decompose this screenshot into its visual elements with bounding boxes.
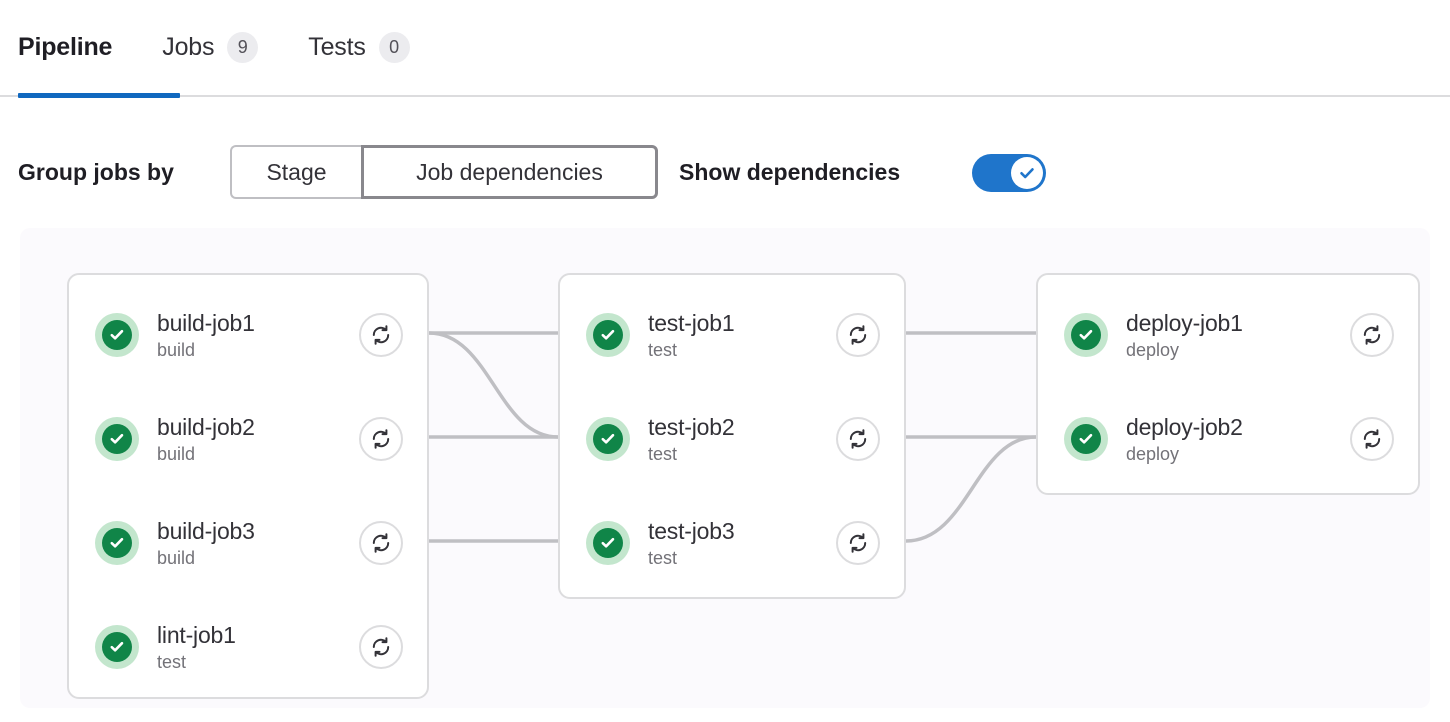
job-stage: test <box>648 547 678 568</box>
job-stage: deploy <box>1126 339 1180 360</box>
retry-icon[interactable] <box>359 417 403 461</box>
tab-tests[interactable]: Tests 0 <box>308 24 433 70</box>
check-icon <box>1020 168 1034 179</box>
tab-pipeline[interactable]: Pipeline <box>18 24 136 70</box>
tab-jobs-label: Jobs <box>162 32 215 61</box>
check-circle-icon <box>586 521 630 565</box>
job-text: build-job3 build <box>157 517 359 570</box>
retry-icon[interactable] <box>836 521 880 565</box>
retry-icon[interactable] <box>359 313 403 357</box>
job-name: lint-job1 <box>157 621 236 648</box>
job-text: deploy-job2 deploy <box>1126 413 1350 466</box>
retry-icon[interactable] <box>359 625 403 669</box>
link-test-job3-deploy-job2 <box>904 435 1038 543</box>
toggle-knob <box>1011 157 1043 189</box>
tab-jobs-badge: 9 <box>227 31 259 63</box>
job-text: test-job2 test <box>648 413 836 466</box>
group-by-segmented-control: Stage Job dependencies <box>230 145 658 199</box>
tab-pipeline-label: Pipeline <box>18 32 113 61</box>
job-row[interactable]: test-job3 test <box>560 491 904 595</box>
check-circle-icon <box>95 417 139 461</box>
pipeline-controls: Group jobs by Stage Job dependencies Sho… <box>0 143 1450 201</box>
job-stage: build <box>157 339 196 360</box>
job-row[interactable]: lint-job1 test <box>69 595 427 699</box>
tab-jobs[interactable]: Jobs 9 <box>162 24 282 70</box>
tab-bar-divider <box>0 95 1450 97</box>
active-tab-indicator <box>18 93 180 98</box>
job-group-card-deploy: deploy-job1 deploy deploy-job2 deploy <box>1036 273 1420 495</box>
job-stage: deploy <box>1126 443 1180 464</box>
job-text: build-job1 build <box>157 309 359 362</box>
tab-list: Pipeline Jobs 9 Tests 0 <box>18 24 460 70</box>
job-text: test-job1 test <box>648 309 836 362</box>
check-circle-icon <box>1064 313 1108 357</box>
job-name: build-job2 <box>157 413 255 440</box>
group-by-job-dependencies-button[interactable]: Job dependencies <box>361 145 658 199</box>
job-text: build-job2 build <box>157 413 359 466</box>
job-stage: test <box>648 339 678 360</box>
job-name: test-job3 <box>648 517 735 544</box>
job-stage: build <box>157 443 196 464</box>
check-circle-icon <box>95 625 139 669</box>
job-row[interactable]: build-job2 build <box>69 387 427 491</box>
job-name: deploy-job2 <box>1126 413 1243 440</box>
job-row[interactable]: test-job2 test <box>560 387 904 491</box>
check-circle-icon <box>95 313 139 357</box>
job-row[interactable]: test-job1 test <box>560 283 904 387</box>
job-group-card-build: build-job1 build build-job2 build <box>67 273 429 699</box>
show-dependencies-toggle[interactable] <box>972 154 1046 192</box>
retry-icon[interactable] <box>1350 313 1394 357</box>
group-jobs-by-label: Group jobs by <box>18 158 174 185</box>
check-circle-icon <box>95 521 139 565</box>
tab-tests-badge: 0 <box>378 31 410 63</box>
job-row[interactable]: build-job1 build <box>69 283 427 387</box>
job-stage: test <box>648 443 678 464</box>
job-name: build-job1 <box>157 309 255 336</box>
job-row[interactable]: build-job3 build <box>69 491 427 595</box>
link-build-job1-test-job2 <box>427 331 560 439</box>
job-stage: build <box>157 547 196 568</box>
job-stage: test <box>157 651 187 672</box>
retry-icon[interactable] <box>1350 417 1394 461</box>
check-circle-icon <box>1064 417 1108 461</box>
tab-tests-label: Tests <box>308 32 366 61</box>
job-text: deploy-job1 deploy <box>1126 309 1350 362</box>
job-text: lint-job1 test <box>157 621 359 674</box>
job-name: deploy-job1 <box>1126 309 1243 336</box>
show-dependencies-label: Show dependencies <box>679 158 901 185</box>
retry-icon[interactable] <box>359 521 403 565</box>
job-name: build-job3 <box>157 517 255 544</box>
job-name: test-job2 <box>648 413 735 440</box>
job-row[interactable]: deploy-job1 deploy <box>1038 283 1418 387</box>
retry-icon[interactable] <box>836 417 880 461</box>
check-circle-icon <box>586 417 630 461</box>
job-name: test-job1 <box>648 309 735 336</box>
tab-bar: Pipeline Jobs 9 Tests 0 <box>0 0 1450 99</box>
job-row[interactable]: deploy-job2 deploy <box>1038 387 1418 491</box>
check-circle-icon <box>586 313 630 357</box>
group-by-stage-button[interactable]: Stage <box>230 145 361 199</box>
pipeline-graph-canvas: build-job1 build build-job2 build <box>20 228 1430 708</box>
retry-icon[interactable] <box>836 313 880 357</box>
dependency-links <box>427 331 1038 543</box>
job-text: test-job3 test <box>648 517 836 570</box>
job-group-card-test: test-job1 test test-job2 test <box>558 273 906 599</box>
